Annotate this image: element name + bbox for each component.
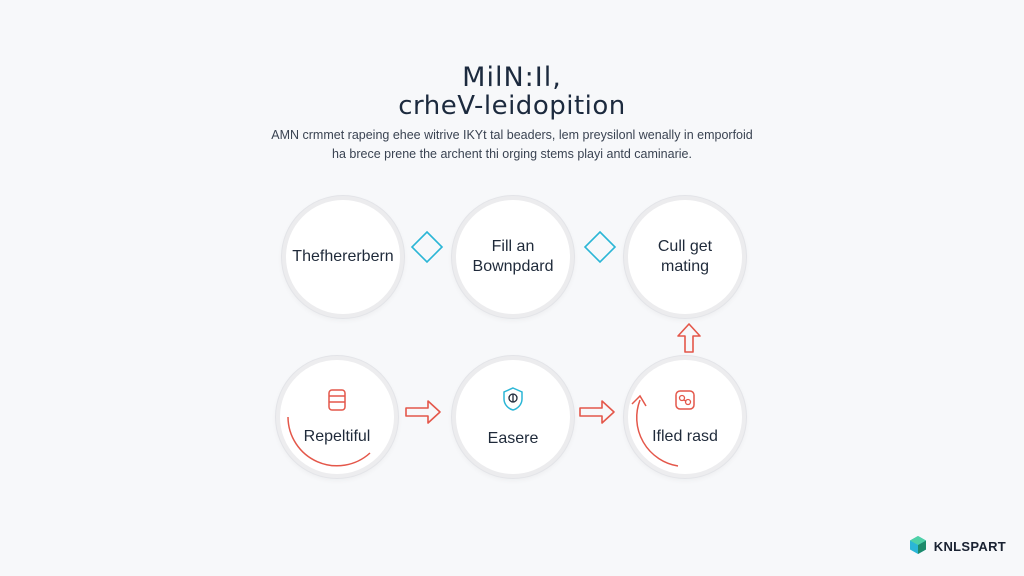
diamond-connector-icon bbox=[583, 230, 617, 264]
cube-logo-icon bbox=[908, 535, 928, 558]
node-label: Repeltiful bbox=[303, 427, 371, 445]
network-icon bbox=[673, 388, 697, 417]
cycle-ring bbox=[631, 394, 679, 467]
node-label: Bownpdard bbox=[472, 258, 554, 275]
node-cull-get: Cull get mating bbox=[624, 196, 746, 318]
node-label: Thefhererbern bbox=[292, 248, 394, 265]
arrow-right-icon bbox=[579, 400, 615, 424]
node-repeltiful: Repeltiful bbox=[276, 356, 398, 478]
page-title-line2: crheV-leidopition bbox=[398, 91, 626, 121]
brand-name: KNLSPART bbox=[933, 539, 1006, 554]
node-fill-an: Fill an Bownpdard bbox=[452, 196, 574, 318]
node-label: mating bbox=[660, 258, 710, 275]
arrow-up-icon bbox=[677, 323, 701, 353]
node-label: Easere bbox=[487, 429, 539, 447]
progress-ring bbox=[287, 416, 371, 467]
subtitle-line1: AMN crmmet rapeing ehee witrive IKYt tal… bbox=[271, 128, 753, 142]
diamond-connector-icon bbox=[410, 230, 444, 264]
subtitle-line2: ha brece prene the archent thi orging st… bbox=[332, 147, 692, 161]
brand-logo: KNLSPART bbox=[908, 535, 1006, 558]
node-label: Fill an bbox=[491, 238, 535, 255]
shield-icon bbox=[501, 386, 525, 417]
arrow-right-icon bbox=[405, 400, 441, 424]
node-label: Ifled rasd bbox=[652, 427, 718, 445]
node-easere: Easere bbox=[452, 356, 574, 478]
node-ifled-rasd: Ifled rasd bbox=[624, 356, 746, 478]
page-title-line1: MilN:Il, bbox=[462, 62, 562, 93]
node-thefhererbern: Thefhererbern bbox=[282, 196, 404, 318]
node-label: Cull get bbox=[657, 238, 713, 255]
database-icon bbox=[326, 388, 348, 417]
